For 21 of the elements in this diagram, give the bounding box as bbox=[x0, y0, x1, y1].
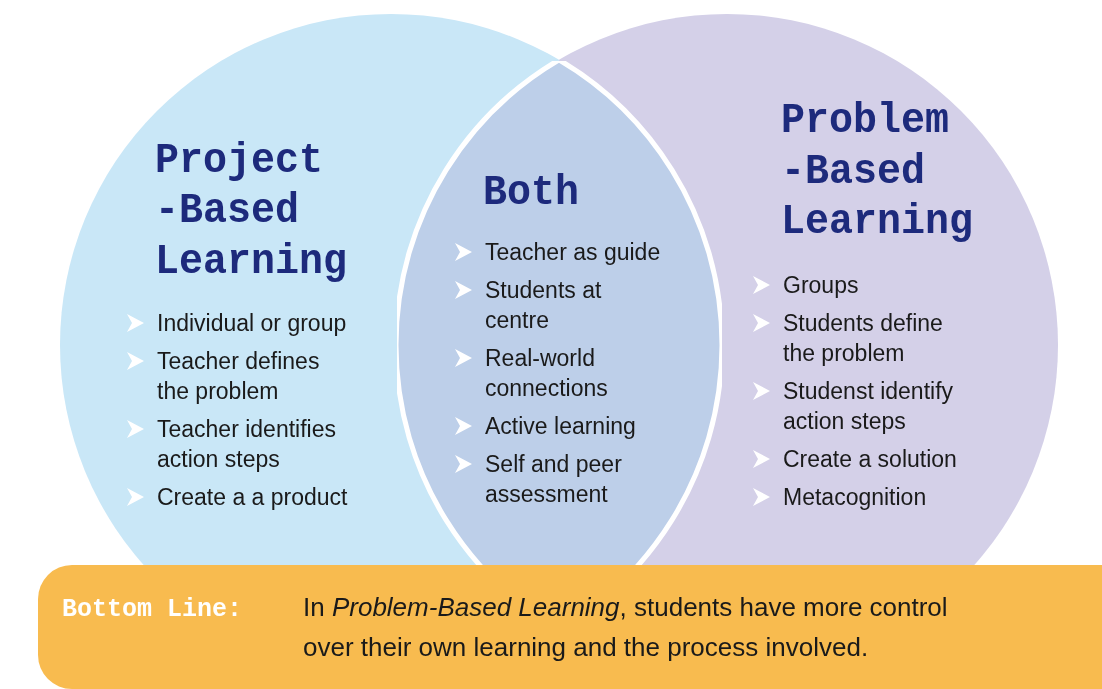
list-item: Teacher defines the problem bbox=[157, 347, 321, 406]
list-item: Students at centre bbox=[485, 276, 603, 335]
section-heading: Project -Based Learning bbox=[155, 136, 349, 288]
section-heading: Both bbox=[483, 167, 580, 219]
list-item: Teacher identifies action steps bbox=[157, 415, 337, 474]
summary-banner bbox=[38, 565, 1102, 689]
list-item: Students define the problem bbox=[783, 309, 944, 368]
venn-overlap bbox=[397, 61, 722, 565]
list-item: Create a solution bbox=[783, 445, 958, 474]
list-item: Create a a product bbox=[157, 483, 349, 512]
list-item: Metacognition bbox=[783, 483, 928, 512]
list-item: Real-world connections bbox=[485, 344, 609, 403]
list-item: Groups bbox=[783, 271, 860, 300]
list-item: Teacher as guide bbox=[485, 238, 662, 267]
list-item: Active learning bbox=[485, 412, 637, 441]
list-item: Individual or group bbox=[157, 309, 348, 338]
banner-text: In Problem-Based Learning, students have more control over their own learning and the process involved. bbox=[303, 591, 949, 664]
banner-heading: Bottom Line: bbox=[62, 594, 243, 626]
list-item: Studenst identify action steps bbox=[783, 377, 955, 436]
list-item: Self and peer assessment bbox=[485, 450, 623, 509]
section-heading: Problem -Based Learning bbox=[781, 96, 975, 248]
